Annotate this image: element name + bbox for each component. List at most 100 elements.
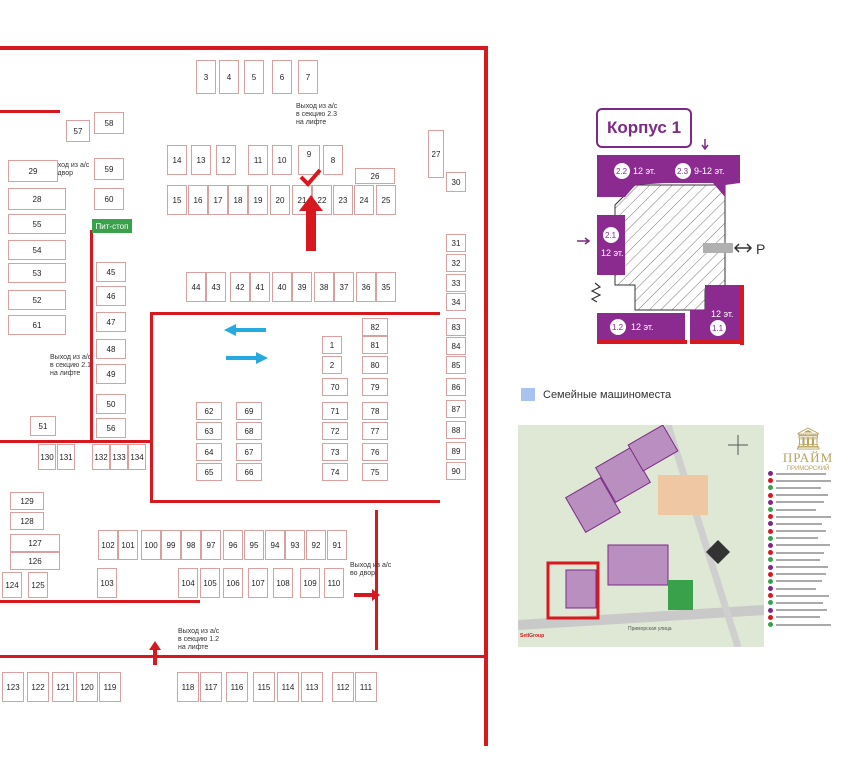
- parking-spot[interactable]: 93: [285, 530, 305, 560]
- parking-spot[interactable]: 99: [161, 530, 181, 560]
- parking-spot[interactable]: 134: [128, 444, 146, 470]
- parking-spot[interactable]: 36: [356, 272, 376, 302]
- parking-spot[interactable]: 90: [446, 462, 466, 480]
- parking-spot[interactable]: 110: [324, 568, 344, 598]
- parking-spot[interactable]: 133: [110, 444, 128, 470]
- parking-spot[interactable]: 129: [10, 492, 44, 510]
- parking-spot[interactable]: 50: [96, 394, 126, 414]
- parking-spot[interactable]: 108: [273, 568, 293, 598]
- parking-spot[interactable]: 102: [98, 530, 118, 560]
- parking-spot[interactable]: 109: [300, 568, 320, 598]
- parking-spot[interactable]: 64: [196, 443, 222, 461]
- parking-spot[interactable]: 54: [8, 240, 66, 260]
- parking-spot[interactable]: 17: [208, 185, 228, 215]
- parking-spot[interactable]: 18: [228, 185, 248, 215]
- parking-spot[interactable]: 124: [2, 572, 22, 598]
- parking-spot[interactable]: 32: [446, 254, 466, 272]
- parking-spot[interactable]: 121: [52, 672, 74, 702]
- parking-spot[interactable]: 130: [38, 444, 56, 470]
- parking-spot[interactable]: 118: [177, 672, 199, 702]
- parking-spot[interactable]: 100: [141, 530, 161, 560]
- parking-spot[interactable]: 75: [362, 463, 388, 481]
- parking-spot[interactable]: 112: [332, 672, 354, 702]
- parking-spot[interactable]: 72: [322, 422, 348, 440]
- parking-spot[interactable]: 38: [314, 272, 334, 302]
- parking-spot[interactable]: 35: [376, 272, 396, 302]
- parking-spot[interactable]: 26: [355, 168, 395, 184]
- parking-spot[interactable]: 30: [446, 172, 466, 192]
- parking-spot[interactable]: 49: [96, 364, 126, 384]
- parking-spot[interactable]: 126: [10, 552, 60, 570]
- parking-spot[interactable]: 120: [76, 672, 98, 702]
- parking-spot[interactable]: 131: [57, 444, 75, 470]
- parking-spot[interactable]: 107: [248, 568, 268, 598]
- parking-spot[interactable]: 101: [118, 530, 138, 560]
- parking-spot[interactable]: 56: [96, 418, 126, 438]
- parking-spot[interactable]: 89: [446, 442, 466, 460]
- parking-spot[interactable]: 103: [97, 568, 117, 598]
- parking-spot[interactable]: 51: [30, 416, 56, 436]
- parking-spot[interactable]: 40: [272, 272, 292, 302]
- parking-spot[interactable]: 106: [223, 568, 243, 598]
- parking-spot[interactable]: 123: [2, 672, 24, 702]
- parking-spot[interactable]: 15: [167, 185, 187, 215]
- parking-spot[interactable]: 2: [322, 356, 342, 374]
- parking-spot[interactable]: 115: [253, 672, 275, 702]
- parking-spot[interactable]: 13: [191, 145, 211, 175]
- parking-spot[interactable]: 92: [306, 530, 326, 560]
- parking-spot[interactable]: 16: [188, 185, 208, 215]
- parking-spot[interactable]: 53: [8, 263, 66, 283]
- parking-spot[interactable]: 3: [196, 60, 216, 94]
- parking-spot[interactable]: 66: [236, 463, 262, 481]
- parking-spot[interactable]: 84: [446, 337, 466, 355]
- parking-spot[interactable]: 61: [8, 315, 66, 335]
- parking-spot[interactable]: 12: [216, 145, 236, 175]
- parking-spot[interactable]: 63: [196, 422, 222, 440]
- parking-spot[interactable]: 44: [186, 272, 206, 302]
- parking-spot[interactable]: 48: [96, 339, 126, 359]
- parking-spot[interactable]: 91: [327, 530, 347, 560]
- parking-spot[interactable]: 46: [96, 286, 126, 306]
- parking-spot[interactable]: 60: [94, 188, 124, 210]
- parking-spot[interactable]: 7: [298, 60, 318, 94]
- parking-spot[interactable]: 65: [196, 463, 222, 481]
- parking-spot[interactable]: 87: [446, 400, 466, 418]
- parking-spot[interactable]: 58: [94, 112, 124, 134]
- parking-spot[interactable]: 113: [301, 672, 323, 702]
- parking-spot[interactable]: 83: [446, 318, 466, 336]
- parking-spot[interactable]: 94: [265, 530, 285, 560]
- parking-spot[interactable]: 82: [362, 318, 388, 336]
- parking-spot[interactable]: 4: [219, 60, 239, 94]
- parking-spot[interactable]: 85: [446, 356, 466, 374]
- parking-spot[interactable]: 59: [94, 158, 124, 180]
- parking-spot[interactable]: 27: [428, 130, 444, 178]
- parking-spot[interactable]: 62: [196, 402, 222, 420]
- parking-spot[interactable]: 29: [8, 160, 58, 182]
- parking-spot[interactable]: 73: [322, 443, 348, 461]
- parking-spot[interactable]: 25: [376, 185, 396, 215]
- parking-spot[interactable]: 105: [200, 568, 220, 598]
- parking-spot[interactable]: 41: [250, 272, 270, 302]
- parking-spot[interactable]: 81: [362, 336, 388, 354]
- parking-spot[interactable]: 88: [446, 421, 466, 439]
- parking-spot[interactable]: 6: [272, 60, 292, 94]
- parking-spot[interactable]: 116: [226, 672, 248, 702]
- parking-spot[interactable]: 42: [230, 272, 250, 302]
- parking-spot[interactable]: 114: [277, 672, 299, 702]
- parking-spot[interactable]: 78: [362, 402, 388, 420]
- parking-spot[interactable]: 119: [99, 672, 121, 702]
- parking-spot-selected[interactable]: 9: [298, 145, 320, 175]
- parking-spot[interactable]: 20: [270, 185, 290, 215]
- parking-spot[interactable]: 70: [322, 378, 348, 396]
- parking-spot[interactable]: 37: [334, 272, 354, 302]
- parking-spot[interactable]: 28: [8, 188, 66, 210]
- parking-spot[interactable]: 5: [244, 60, 264, 94]
- parking-spot[interactable]: 80: [362, 356, 388, 374]
- parking-spot[interactable]: 76: [362, 443, 388, 461]
- parking-spot[interactable]: 117: [200, 672, 222, 702]
- parking-spot[interactable]: 67: [236, 443, 262, 461]
- parking-spot[interactable]: 34: [446, 293, 466, 311]
- parking-spot[interactable]: 23: [333, 185, 353, 215]
- parking-spot[interactable]: 77: [362, 422, 388, 440]
- parking-spot[interactable]: 55: [8, 214, 66, 234]
